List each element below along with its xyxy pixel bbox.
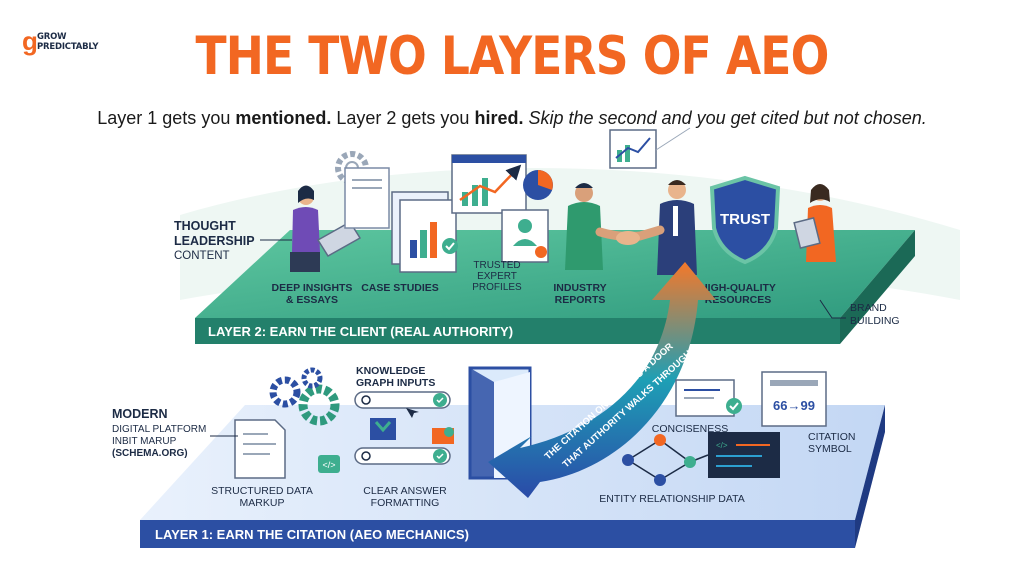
layer1-item-labels: STRUCTURED DATA MARKUP CLEAR ANSWER FORM… [211,423,855,509]
citation-glyph: 66→99 [773,398,815,413]
layer1-front [140,520,855,548]
logo-mark: g [22,26,38,56]
handshake-figures [565,180,697,275]
code-screen-icon: </> [708,432,780,478]
item-label-structured-data: MARKUP [240,497,285,509]
layer2-item-labels: DEEP INSIGHTS & ESSAYS CASE STUDIES TRUS… [272,260,776,306]
item-label-deep-insights: & ESSAYS [286,294,338,306]
knowledge-graph-search-bar-icon [354,391,451,418]
label-line: CONTENT [174,250,230,262]
code-glyph: </> [716,441,728,450]
logo-line-2: PREDICTABLY [37,42,99,52]
item-label-deep-insights: DEEP INSIGHTS [272,282,353,294]
trust-shield-icon: TRUST [709,175,781,265]
modern-platform-label: MODERN DIGITAL PLATFORM INBIT MARUP (SCH… [112,407,238,459]
logo-line-1: GROW [37,32,67,42]
woman-with-tablet-figure [793,184,836,262]
page-subtitle: Layer 1 gets you mentioned. Layer 2 gets… [0,108,1024,129]
item-label-industry-reports: REPORTS [555,294,606,306]
item-label-clear-answer: FORMATTING [371,497,440,509]
label-line: DIGITAL PLATFORM [112,424,206,435]
subtitle-part: Layer 2 gets you [331,108,475,128]
item-label-high-quality: HIGH-QUALITY [700,282,776,294]
item-label-citation-symbol: SYMBOL [808,443,852,455]
layer2-banner: LAYER 2: EARN THE CLIENT (REAL AUTHORITY… [208,324,513,339]
layer2-side [840,230,915,344]
label-line: LEADERSHIP [174,234,255,248]
item-label-industry-reports: INDUSTRY [553,282,606,294]
item-label-trusted-expert: PROFILES [472,282,522,293]
label-line: INBIT MARUP [112,436,177,447]
citation-symbol-card-icon: 66→99 [761,371,827,427]
subtitle-italic: Skip the second and you get cited but no… [523,108,927,128]
layer1-banner: LAYER 1: EARN THE CITATION (AEO MECHANIC… [155,527,469,542]
thought-leadership-label: THOUGHT LEADERSHIP CONTENT [174,219,292,262]
subtitle-bold-mentioned: mentioned. [235,108,332,128]
subtitle-part: Layer 1 gets you [97,108,236,128]
label-line: BUILDING [850,315,900,327]
item-label-case-studies: CASE STUDIES [361,282,439,294]
growth-chart-board-icon [451,154,553,214]
structured-data-document-icon: </> [234,419,340,479]
entity-relationship-network-icon [622,434,709,486]
label-line: GRAPH INPUTS [356,377,435,389]
case-studies-documents-icon [344,167,458,273]
item-label-citation-symbol: CITATION [808,431,855,443]
label-line: THOUGHT [174,219,236,233]
woman-with-laptop-figure [290,185,362,272]
item-label-entity-relationship: ENTITY RELATIONSHIP DATA [599,493,744,505]
answer-formatting-search-bar-icon [354,418,454,465]
brand-building-label: BRAND BUILDING [819,299,900,327]
analytics-screen-icon [609,127,691,169]
subtitle-bold-hired: hired. [474,108,524,128]
item-label-conciseness: CONCISENESS [652,423,728,435]
label-line: MODERN [112,407,168,421]
code-glyph: </> [322,460,335,470]
label-line: (SCHEMA.ORG) [112,448,188,459]
label-line: BRAND [850,302,887,314]
shield-label: TRUST [720,211,770,228]
item-label-trusted-expert: TRUSTED [473,260,520,271]
item-label-structured-data: STRUCTURED DATA [211,485,313,497]
conciseness-card-icon [675,379,742,417]
item-label-clear-answer: CLEAR ANSWER [363,485,447,497]
layer1-side [855,405,885,548]
item-label-high-quality: RESOURCES [705,294,772,306]
knowledge-graph-label: KNOWLEDGE GRAPH INPUTS [356,365,435,389]
gears-icon [269,367,340,426]
expert-profile-card-icon [501,209,549,263]
label-line: KNOWLEDGE [356,365,425,377]
page-title: THE TWO LAYERS OF AEO [195,26,830,87]
grow-predictably-logo: g GROW PREDICTABLY [22,26,122,56]
item-label-trusted-expert: EXPERT [477,271,517,282]
